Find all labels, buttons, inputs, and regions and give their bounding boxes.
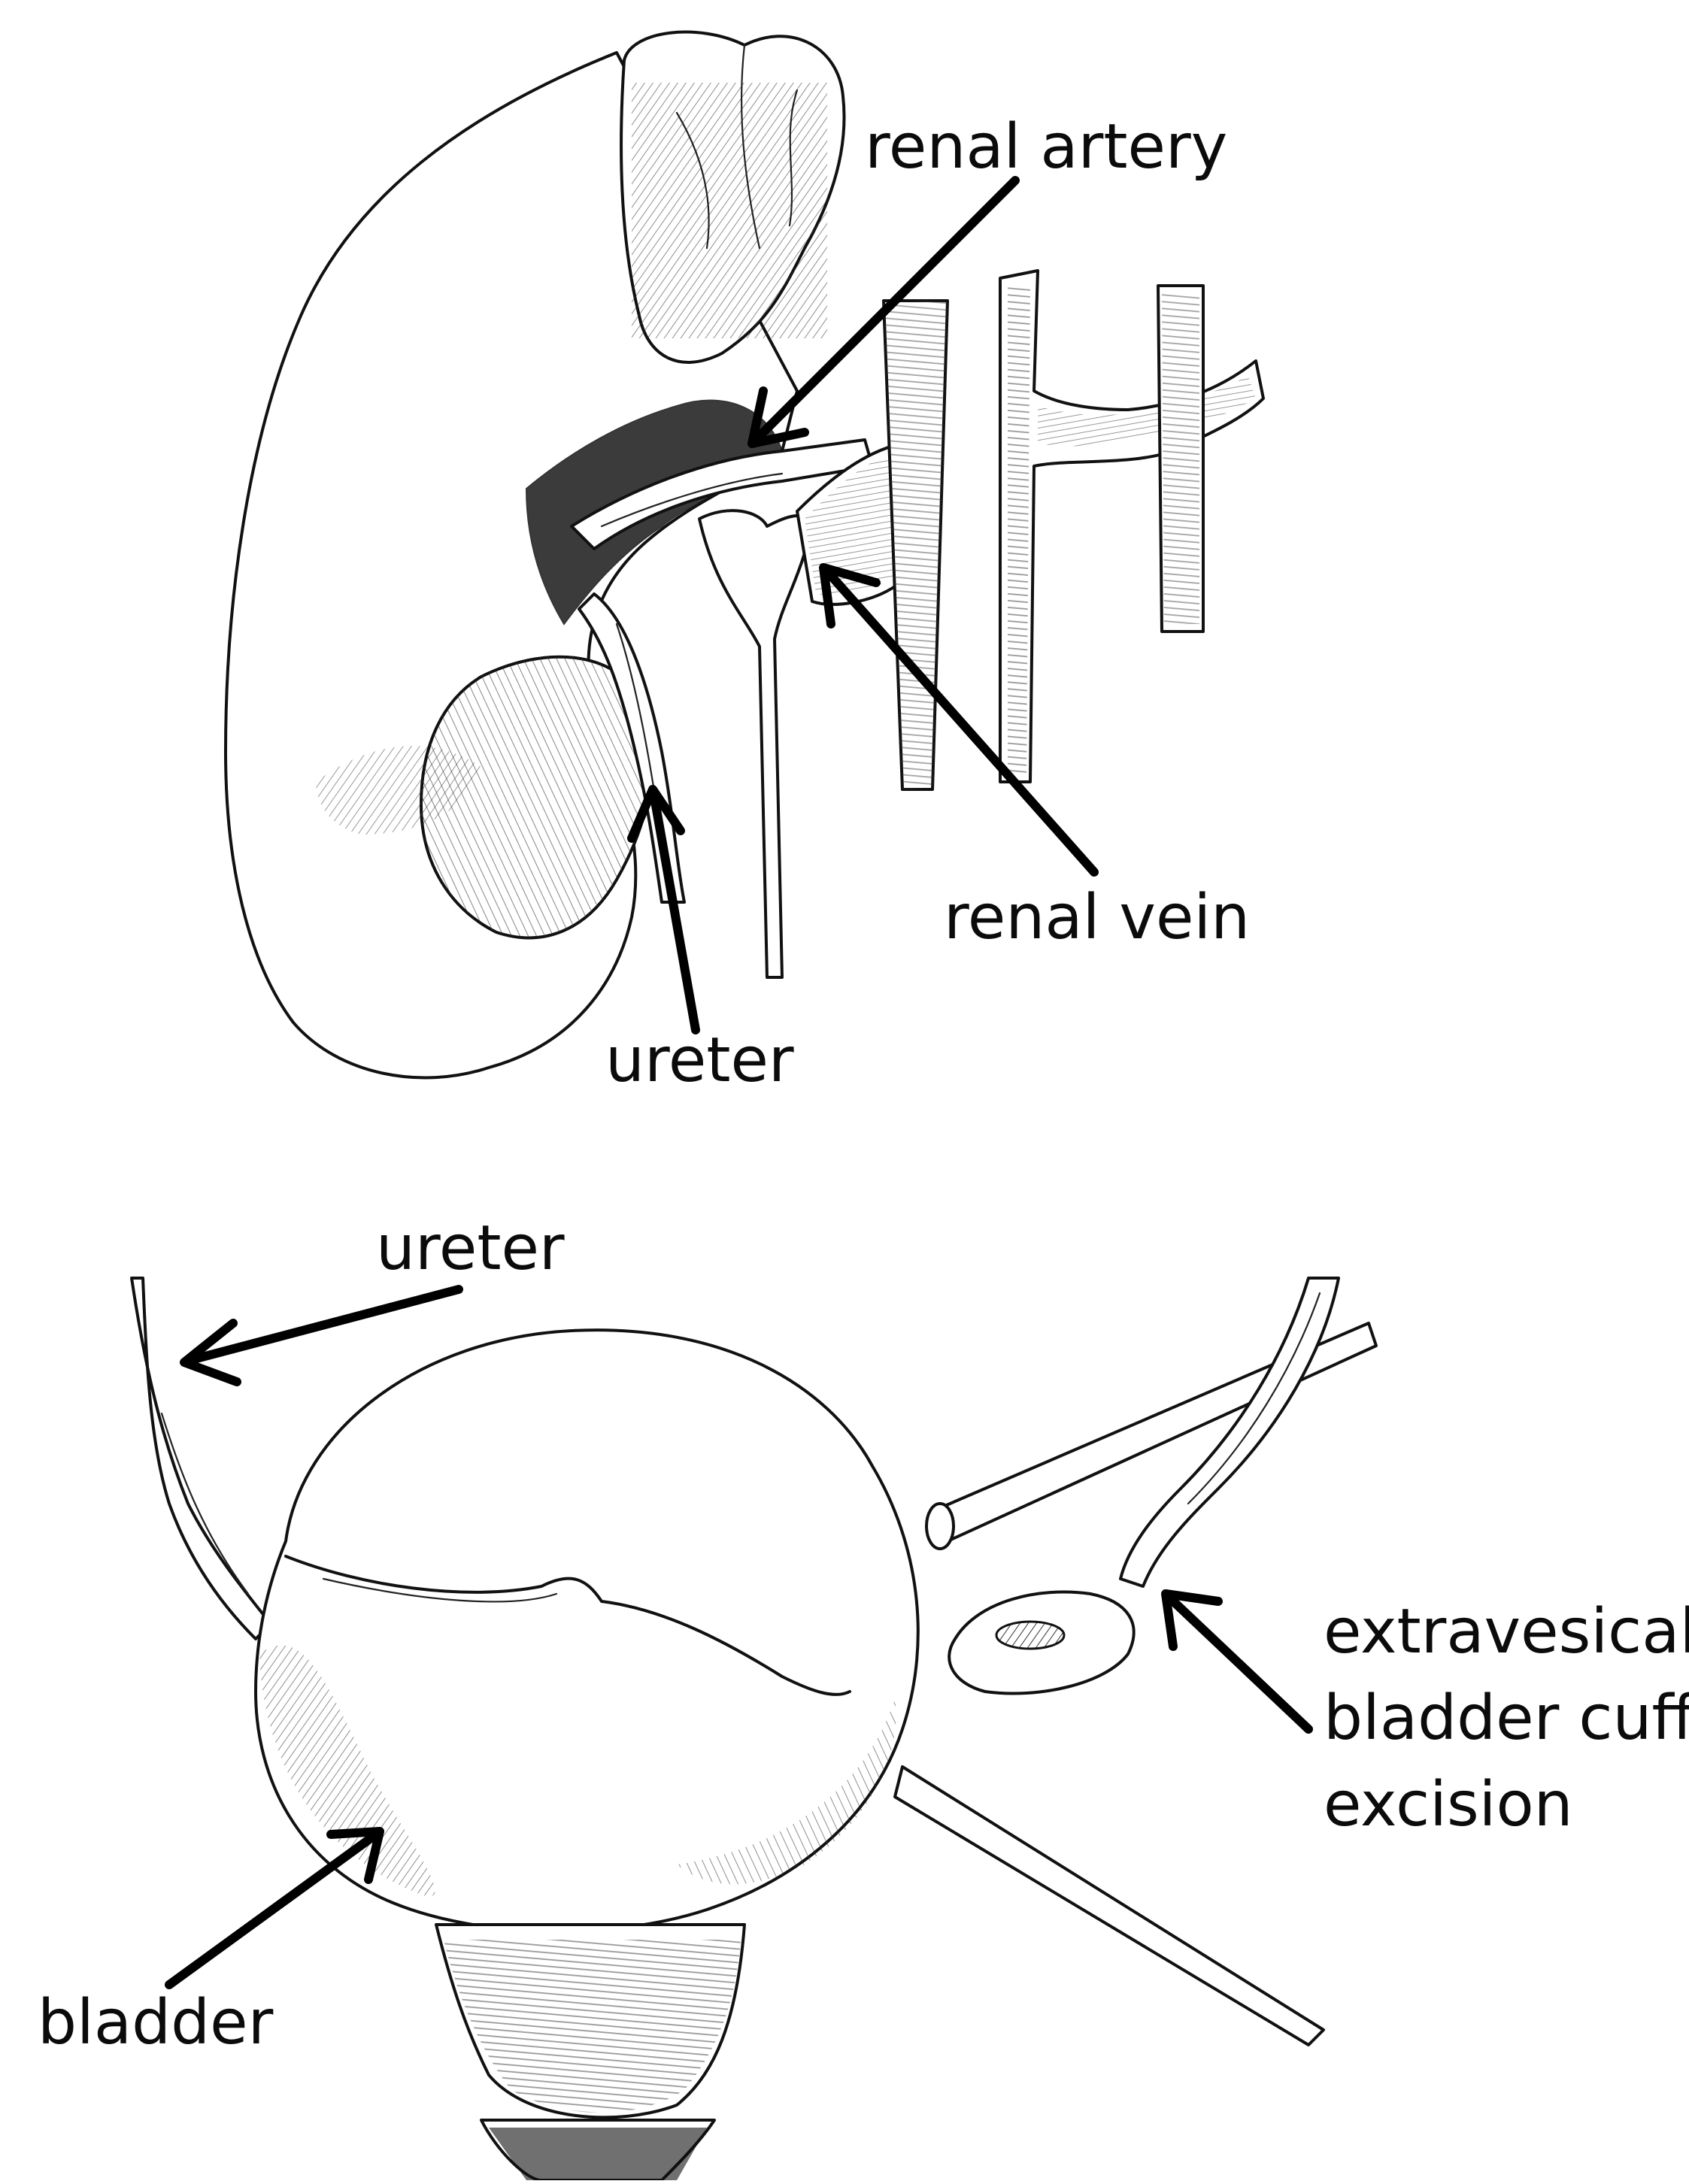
bladder-figure [132,1278,1376,2180]
lower-retractor [895,1767,1324,2045]
upper-lobes-hatch [632,83,827,338]
label-ureter-bottom: ureter [376,1218,565,1280]
left-ureter [132,1278,271,1639]
renal-pelvis [699,510,812,977]
label-renal-artery: renal artery [865,117,1227,178]
arrow-cuff-excision [1169,1598,1308,1729]
label-bladder: bladder [38,1992,273,2054]
arrow-renal-vein [827,571,1094,872]
aorta [1000,271,1263,782]
label-renal-vein: renal vein [944,887,1250,949]
label-cuff-line3: excision [1324,1774,1573,1836]
label-ureter-top: ureter [605,1030,794,1092]
label-cuff-line1: extravesical [1324,1601,1689,1663]
label-cuff-line2: bladder cuff [1324,1688,1689,1749]
arrow-bladder [169,1834,376,1985]
cuff-lumen [996,1622,1064,1649]
